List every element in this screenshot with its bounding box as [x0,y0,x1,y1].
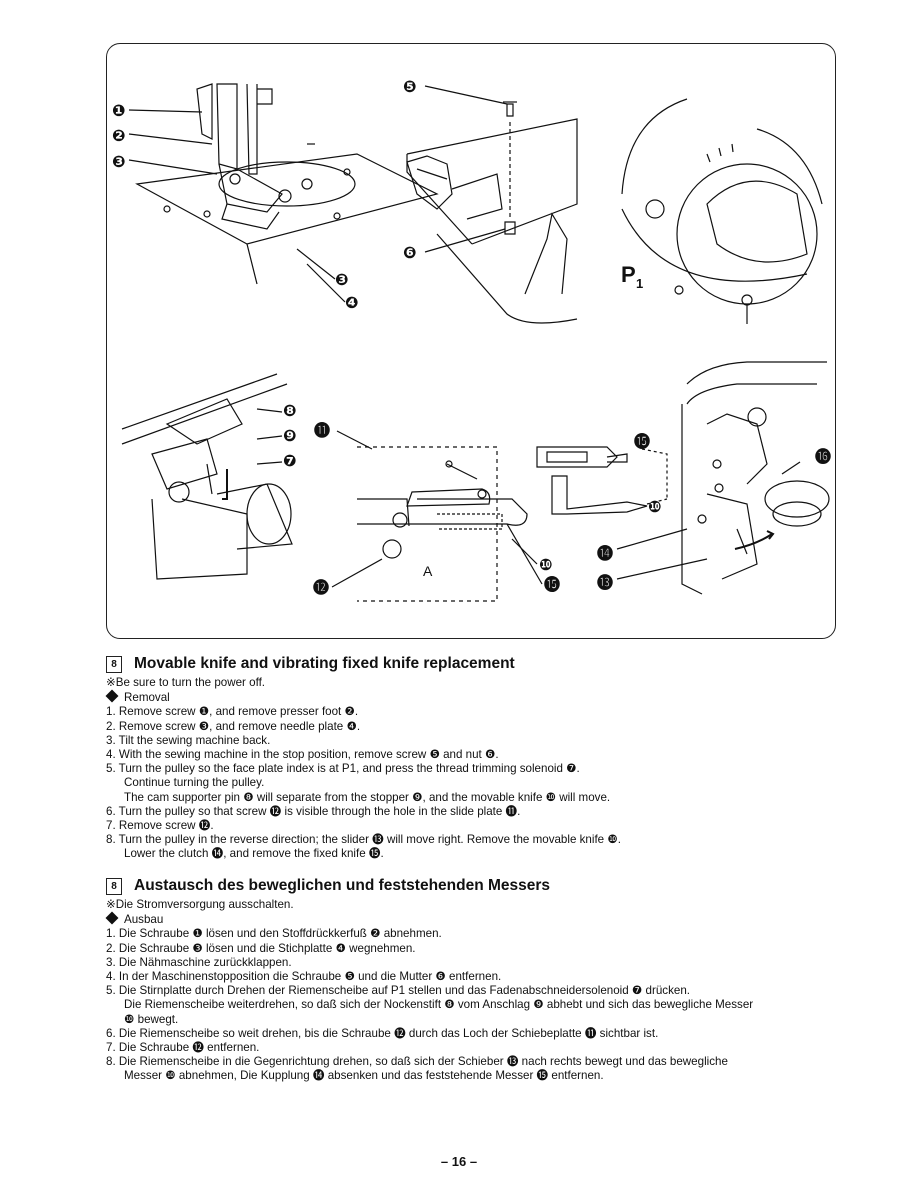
face-plate-drawing [621,98,823,324]
callout-8: ❽ [283,401,297,420]
illustration-frame: ❶ ❷ ❸ ❸ ❹ ❺ ❻ ❽ ❾ ❼ ⓫ ⓬ ❿ ⓯ ⓯ ⓰ ❿ ⓮ ⓭ P … [106,43,836,639]
removal-heading: Removal [105,689,846,705]
step-5-cont-2: The cam supporter pin ❽ will separate fr… [124,790,611,804]
step-1: 1. Remove screw ❶, and remove presser fo… [106,705,359,719]
step-5-cont-1: Continue turning the pulley. [124,776,265,790]
callout-12: ⓬ [313,578,329,597]
step-8: 8. Die Riemenscheibe in die Gegenrichtun… [106,1055,728,1069]
german-section: 8 Austausch des beweglichen und feststeh… [105,877,846,1084]
step-7: 7. Remove screw ⓬. [106,819,214,833]
step-5-cont-2: ❿ bewegt. [124,1012,179,1026]
step-5-cont-1: Die Riemenscheibe weiterdrehen, so daß s… [124,998,754,1012]
step-6: 6. Turn the pulley so that screw ⓬ is vi… [106,804,521,818]
callout-10: ❿ [539,555,553,574]
step-1: 1. Die Schraube ❶ lösen und den Stoffdrü… [106,927,442,941]
callout-4: ❹ [345,293,359,312]
safety-note: ※Die Stromversorgung ausschalten. [106,898,294,911]
page-number: – 16 – [440,1154,478,1169]
callout-3b: ❸ [335,270,349,289]
label-p1: P [621,262,636,287]
wrench-icon [105,911,119,925]
callout-7: ❼ [283,451,297,470]
callout-6: ❻ [403,243,417,262]
callout-5: ❺ [403,77,417,96]
callout-1: ❶ [112,101,126,120]
step-8: 8. Turn the pulley in the reverse direct… [106,833,621,847]
english-section: 8 Movable knife and vibrating fixed knif… [105,655,846,862]
section-title: Austausch des beweglichen und feststehen… [134,877,551,894]
callout-15b: ⓯ [634,432,650,451]
step-3: 3. Tilt the sewing machine back. [106,733,271,747]
step-8-cont: Messer ❿ abnehmen, Die Kupplung ⓮ absenk… [124,1069,604,1083]
callout-14: ⓮ [597,544,613,563]
callout-10b: ❿ [648,497,662,516]
safety-note: ※Be sure to turn the power off. [106,676,266,689]
step-4: 4. In der Maschinenstopposition die Schr… [106,970,502,984]
step-2: 2. Remove screw ❸, and remove needle pla… [106,719,361,733]
callout-3: ❸ [112,152,126,171]
wrench-icon [105,689,119,703]
step-4: 4. With the sewing machine in the stop p… [106,748,499,762]
step-5: 5. Die Stirnplatte durch Drehen der Riem… [106,984,690,998]
solenoid-drawing [121,373,293,580]
disassembly-illustration: ❶ ❷ ❸ ❸ ❹ ❺ ❻ ❽ ❾ ❼ ⓫ ⓬ ❿ ⓯ ⓯ ⓰ ❿ ⓮ ⓭ P … [112,77,831,602]
step-6: 6. Die Riemenscheibe so weit drehen, bis… [106,1026,659,1040]
knives-clutch-drawing [536,361,830,595]
presser-foot-drawing [135,83,439,285]
section-title: Movable knife and vibrating fixed knife … [134,655,515,672]
label-p1-sub: 1 [636,276,643,291]
label-a: A [423,563,433,579]
step-3: 3. Die Nähmaschine zurückklappen. [106,955,292,969]
section-number-box: 8 [106,655,122,673]
slide-plate-drawing [357,446,528,602]
step-5: 5. Turn the pulley so the face plate ind… [106,762,580,776]
callout-11: ⓫ [314,421,330,440]
callout-15: ⓯ [544,575,560,594]
step-2: 2. Die Schraube ❸ lösen und die Stichpla… [106,941,416,955]
bed-underside-drawing [406,101,578,324]
removal-heading: Ausbau [105,911,846,927]
step-8-cont: Lower the clutch ⓮, and remove the fixed… [124,847,384,861]
callout-2: ❷ [112,126,126,145]
callout-9: ❾ [283,426,297,445]
step-7: 7. Die Schraube ⓬ entfernen. [106,1041,260,1055]
callout-13: ⓭ [597,573,613,592]
callout-16: ⓰ [815,447,831,466]
section-number-box: 8 [106,877,122,895]
